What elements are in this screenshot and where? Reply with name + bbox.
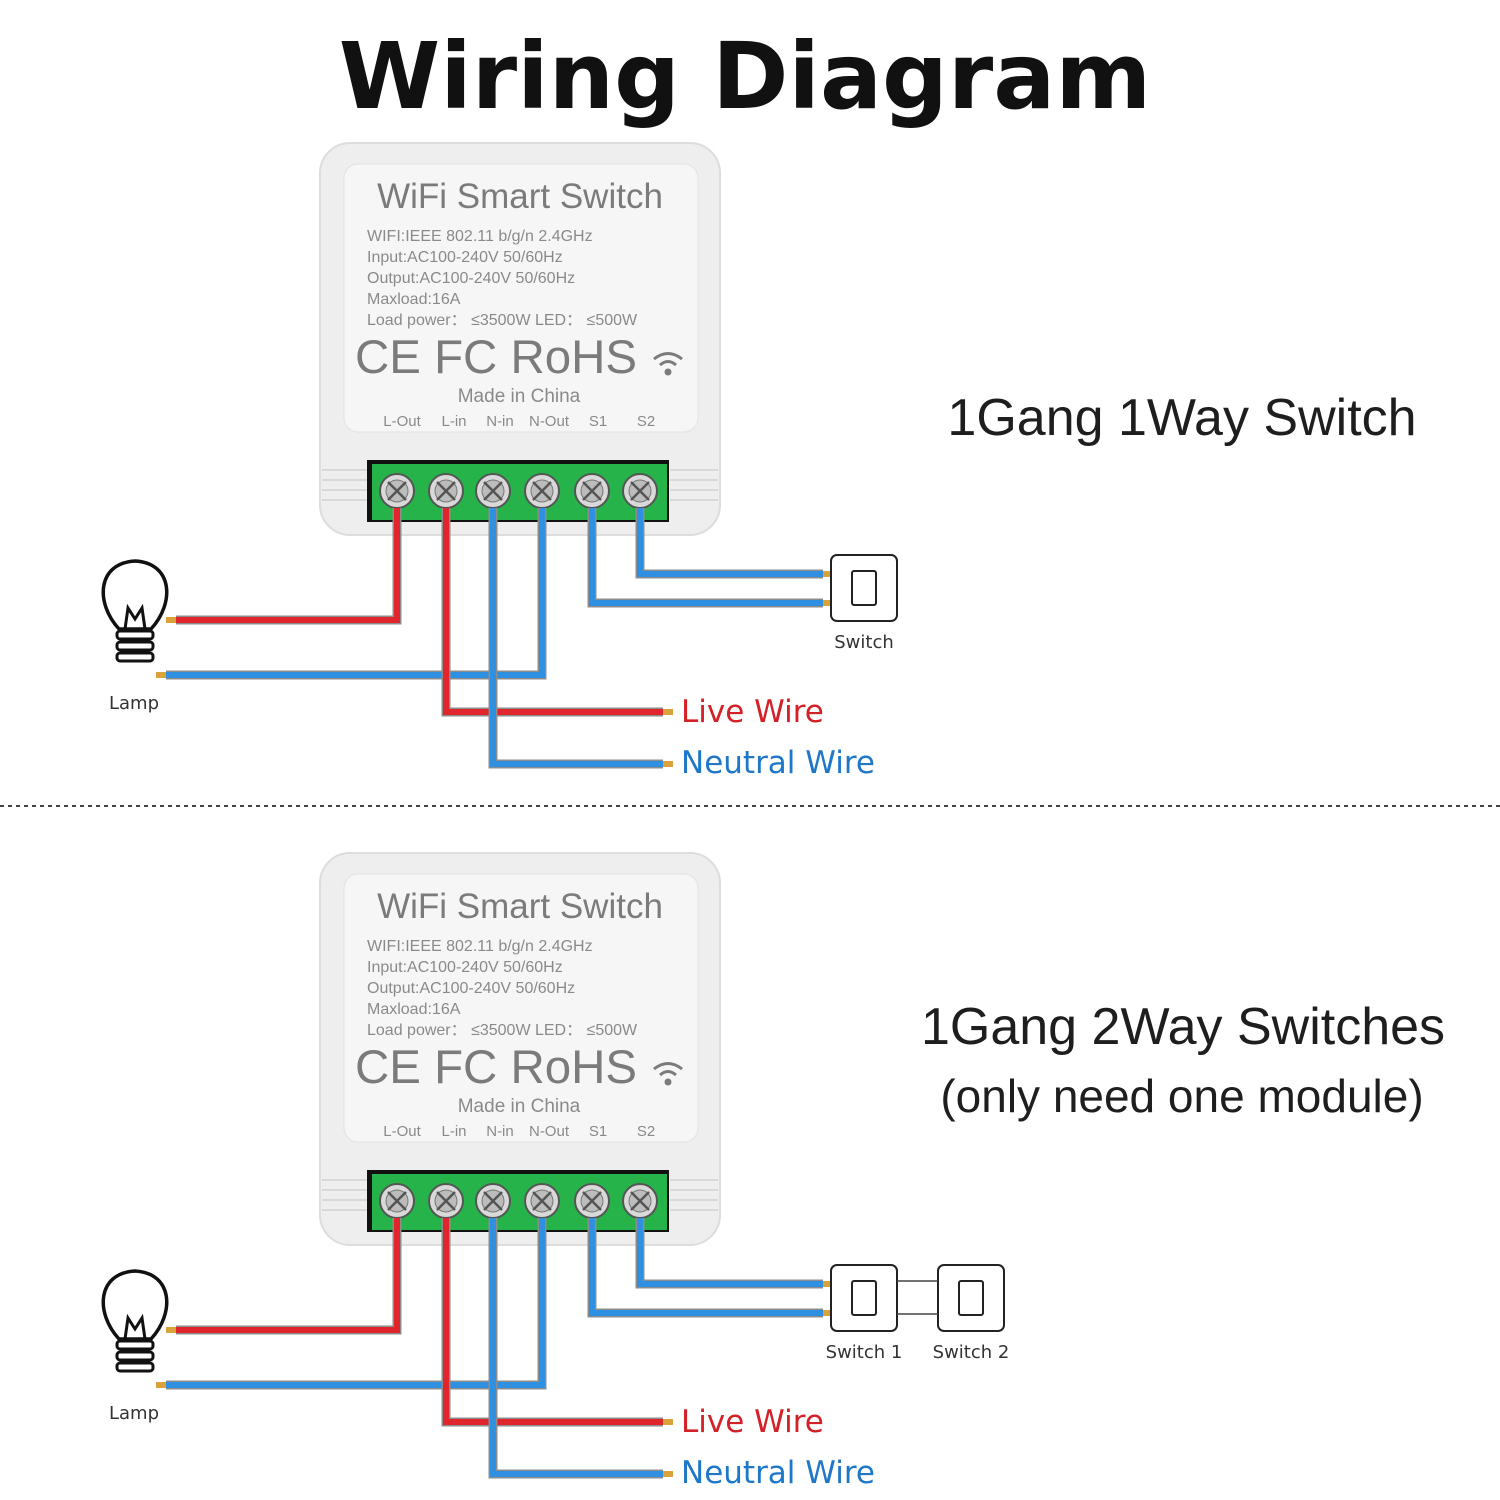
- switch-label: Switch 1: [826, 1342, 903, 1363]
- terminal-label: L-Out: [383, 1123, 421, 1140]
- terminal-screw: [428, 1183, 464, 1219]
- wire-s2-to-switch: [635, 1218, 823, 1289]
- wire-tip: [663, 1419, 673, 1425]
- terminal-label: L-in: [441, 413, 466, 430]
- module-spec-line: Input:AC100-240V 50/60Hz: [367, 249, 563, 266]
- module-label-plate: [343, 163, 699, 433]
- live-wire-label: Live Wire: [681, 694, 824, 730]
- module-spec-line: WIFI:IEEE 802.11 b/g/n 2.4GHz: [367, 228, 593, 245]
- terminal-screw: [379, 1183, 415, 1219]
- module-spec-line: Output:AC100-240V 50/60Hz: [367, 270, 575, 287]
- page-title: Wiring Diagram: [339, 23, 1151, 130]
- terminal-label: S2: [637, 1123, 655, 1140]
- terminal-screw: [524, 1183, 560, 1219]
- wire-tip: [663, 761, 673, 767]
- terminal-block: [372, 1174, 667, 1230]
- terminal-screw: [622, 1183, 658, 1219]
- wire-neutral-in: [488, 1218, 663, 1479]
- wire-tip: [823, 1281, 833, 1287]
- made-in-label: Made in China: [458, 386, 581, 407]
- terminal-label: N-in: [486, 413, 514, 430]
- section-title: 1Gang 1Way Switch: [947, 389, 1416, 447]
- certification-marks: CE FC RoHS: [355, 1040, 637, 1093]
- lamp-icon: [101, 559, 169, 663]
- wire-tip: [823, 1310, 833, 1316]
- certification-marks: CE FC RoHS: [355, 330, 637, 383]
- wire-lout-to-lamp: [176, 1218, 402, 1335]
- switch-label: Switch: [834, 632, 894, 653]
- module-label-plate: [343, 873, 699, 1143]
- neutral-wire-label: Neutral Wire: [681, 1455, 875, 1491]
- wire-nout-to-lamp: [166, 1218, 547, 1390]
- wall-switch-icon: [830, 1264, 898, 1332]
- terminal-label: L-Out: [383, 413, 421, 430]
- terminal-label: N-in: [486, 1123, 514, 1140]
- module-spec-line: Output:AC100-240V 50/60Hz: [367, 980, 575, 997]
- lamp-label: Lamp: [109, 1403, 159, 1424]
- wire-tip: [166, 617, 176, 623]
- wire-tip: [156, 1382, 166, 1388]
- wifi-icon: [653, 1062, 683, 1086]
- module-spec-line: Maxload:16A: [367, 1001, 461, 1018]
- module-spec-line: Load power： ≤3500W LED： ≤500W: [367, 312, 638, 329]
- terminal-block: [372, 464, 667, 520]
- terminal-screw: [379, 473, 415, 509]
- module-title: WiFi Smart Switch: [377, 887, 663, 926]
- section-subtitle: (only need one module): [940, 1070, 1423, 1122]
- wire-tip: [823, 600, 833, 606]
- wire-s1-to-switch: [587, 508, 823, 608]
- terminal-screw: [475, 473, 511, 509]
- wire-tip: [166, 1327, 176, 1333]
- module-spec-line: Maxload:16A: [367, 291, 461, 308]
- wire-nout-to-lamp: [166, 508, 547, 680]
- module-spec-line: Load power： ≤3500W LED： ≤500W: [367, 1022, 638, 1039]
- section-title: 1Gang 2Way Switches: [921, 998, 1445, 1056]
- wire-tip: [823, 571, 833, 577]
- terminal-label: S1: [589, 413, 607, 430]
- wire-s2-to-switch: [635, 508, 823, 579]
- lamp-icon: [101, 1269, 169, 1373]
- lamp-label: Lamp: [109, 693, 159, 714]
- switch-label: Switch 2: [933, 1342, 1010, 1363]
- terminal-label: S1: [589, 1123, 607, 1140]
- terminal-screw: [524, 473, 560, 509]
- terminal-screw: [428, 473, 464, 509]
- wall-switch-icon: [830, 554, 898, 622]
- terminal-label: N-Out: [529, 1123, 570, 1140]
- wall-switch-icon: [937, 1264, 1005, 1332]
- module-spec-line: WIFI:IEEE 802.11 b/g/n 2.4GHz: [367, 938, 593, 955]
- wire-s1-to-switch: [587, 1218, 823, 1318]
- wire-live-in: [441, 508, 663, 717]
- terminal-screw: [574, 1183, 610, 1219]
- wifi-icon: [653, 352, 683, 376]
- live-wire-label: Live Wire: [681, 1404, 824, 1440]
- terminal-screw: [622, 473, 658, 509]
- terminal-label: S2: [637, 413, 655, 430]
- terminal-label: L-in: [441, 1123, 466, 1140]
- neutral-wire-label: Neutral Wire: [681, 745, 875, 781]
- made-in-label: Made in China: [458, 1096, 581, 1117]
- module-title: WiFi Smart Switch: [377, 177, 663, 216]
- terminal-screw: [574, 473, 610, 509]
- wire-tip: [663, 709, 673, 715]
- wire-live-in: [441, 1218, 663, 1427]
- wire-tip: [663, 1471, 673, 1477]
- module-spec-line: Input:AC100-240V 50/60Hz: [367, 959, 563, 976]
- wire-lout-to-lamp: [176, 508, 402, 625]
- terminal-screw: [475, 1183, 511, 1219]
- terminal-label: N-Out: [529, 413, 570, 430]
- wire-neutral-in: [488, 508, 663, 769]
- wire-tip: [156, 672, 166, 678]
